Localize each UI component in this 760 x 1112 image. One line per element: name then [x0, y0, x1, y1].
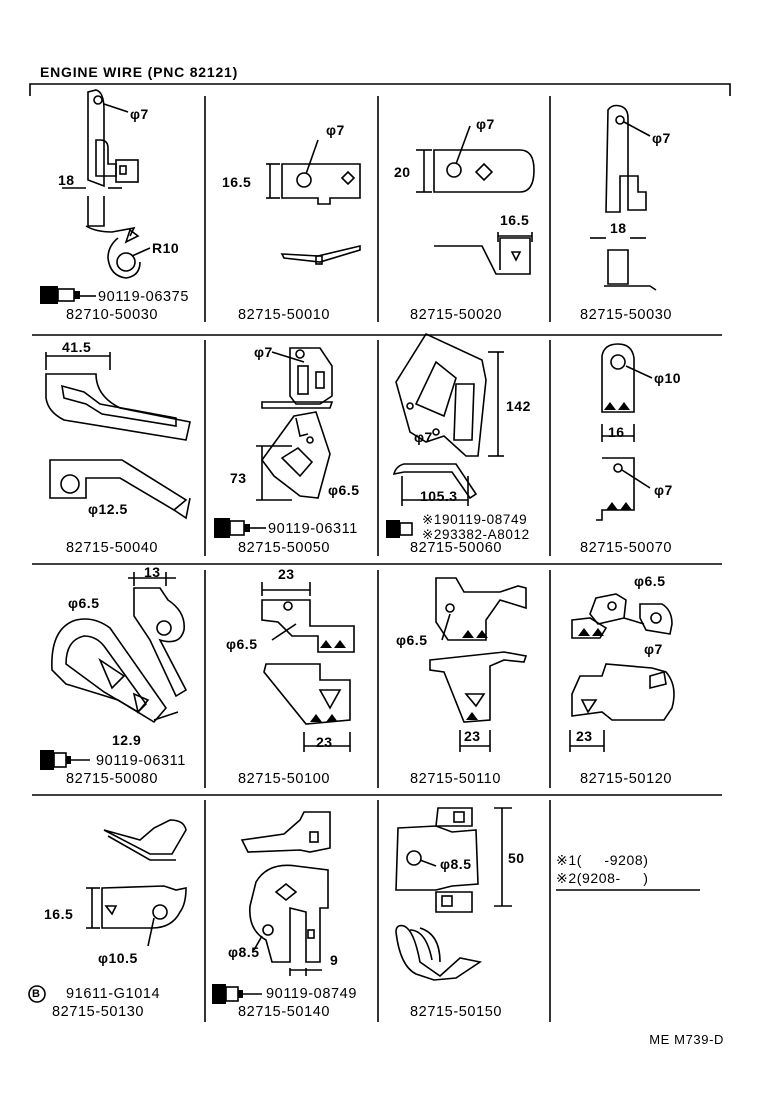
- dimension-label: 73: [230, 470, 247, 486]
- part-number: 82715-50140: [238, 1004, 331, 1020]
- dimension-label: 23: [464, 728, 481, 744]
- bracket-82715-50130-drawing: [86, 819, 187, 947]
- dimension-label: φ7: [654, 482, 673, 498]
- part-number: 82715-50040: [66, 540, 159, 556]
- dimension-label: φ8.5: [228, 944, 260, 960]
- part-number: 82715-50050: [238, 540, 331, 556]
- bolt-part-number: 91611-G1014: [66, 986, 161, 1002]
- dimension-label: 20: [394, 164, 411, 180]
- dimension-label: 18: [610, 220, 627, 236]
- diagram-title: ENGINE WIRE (PNC 82121): [40, 64, 239, 80]
- dimension-label: R10: [152, 240, 180, 256]
- dimension-label: 16.5: [44, 906, 74, 922]
- header-bracket: [29, 83, 731, 96]
- bracket-82715-50020-drawing: [416, 125, 535, 275]
- bracket-82715-50070-drawing: [596, 343, 653, 521]
- part-number: 82715-50010: [238, 307, 331, 323]
- part-number: 82715-50130: [52, 1004, 145, 1020]
- dimension-label: φ6.5: [328, 482, 360, 498]
- bolt-part-number: 90119-08749: [266, 986, 357, 1002]
- dimension-label: φ10: [654, 370, 682, 386]
- bracket-82715-50120-drawing: [569, 593, 675, 752]
- bracket-82710-50030-drawing: [62, 89, 151, 279]
- circled-b-label: B: [32, 988, 41, 1000]
- dimension-label: 18: [58, 172, 75, 188]
- dimension-label: 50: [508, 850, 525, 866]
- washer-bolt-icon: [40, 750, 90, 770]
- dimension-label: 41.5: [62, 339, 92, 355]
- dimension-label: 12.9: [112, 732, 142, 748]
- bolt-part-number: 90119-06311: [268, 521, 358, 537]
- dimension-label: φ7: [644, 641, 663, 657]
- part-number: 82715-50120: [580, 771, 673, 787]
- bracket-82715-50140-drawing: [240, 811, 331, 976]
- part-number: 82715-50110: [410, 771, 501, 787]
- part-number: 82715-50080: [66, 771, 159, 787]
- circled-b-icon: [28, 985, 46, 1003]
- dimension-label: φ7: [254, 344, 273, 360]
- dimension-label: 23: [278, 566, 295, 582]
- part-number: 82715-50070: [580, 540, 673, 556]
- bolt-part-number: 90119-06375: [98, 289, 189, 305]
- dimension-label: 23: [576, 728, 593, 744]
- dimension-label: φ7: [652, 130, 671, 146]
- dimension-label: φ6.5: [396, 632, 428, 648]
- bolt-part-number: 90119-06311: [96, 753, 186, 769]
- bracket-82715-50050-drawing: [256, 347, 334, 501]
- bracket-82715-50010-drawing: [266, 139, 361, 265]
- dimension-label: φ7: [476, 116, 495, 132]
- dimension-label: φ10.5: [98, 950, 138, 966]
- bracket-82715-50060-drawing: [392, 332, 504, 506]
- bolt-part-number: ※190119-08749: [422, 512, 528, 527]
- dimension-label: 13: [144, 564, 161, 580]
- dimension-label: 9: [330, 952, 339, 968]
- dimension-label: 16.5: [222, 174, 252, 190]
- washer-bolt-icon: [214, 518, 266, 538]
- dimension-label: 16: [608, 424, 625, 440]
- dimension-label: φ12.5: [88, 501, 128, 517]
- bracket-82715-50040-drawing: [45, 352, 191, 520]
- bracket-82715-50100-drawing: [261, 582, 355, 752]
- dimension-label: φ8.5: [440, 856, 472, 872]
- dimension-label: φ7: [326, 122, 345, 138]
- part-number: 82715-50020: [410, 307, 503, 323]
- part-number: 82710-50030: [66, 307, 159, 323]
- dimension-label: 23: [316, 734, 333, 750]
- drawing-code: ME M739-D: [649, 1032, 724, 1047]
- dimension-label: φ7: [414, 429, 433, 445]
- dimension-label: 105.3: [420, 488, 458, 504]
- part-number: 82715-50100: [238, 771, 331, 787]
- part-number: 82715-50030: [580, 307, 673, 323]
- washer-bolt-icon: [386, 520, 413, 538]
- legend-line-2: ※2(9208- ): [556, 870, 649, 886]
- dimension-label: 16.5: [500, 212, 530, 228]
- dimension-label: φ6.5: [226, 636, 258, 652]
- dimension-label: φ6.5: [68, 595, 100, 611]
- part-number: 82715-50150: [410, 1004, 503, 1020]
- bracket-82715-50080-drawing: [51, 572, 188, 724]
- part-number: 82715-50060: [410, 540, 503, 556]
- bracket-82715-50030-drawing: [590, 104, 657, 291]
- washer-bolt-icon: [212, 984, 262, 1004]
- legend-line-1: ※1( -9208): [556, 852, 649, 868]
- dimension-label: 142: [506, 398, 531, 414]
- bolt-part-number: ※293382-A8012: [422, 527, 530, 542]
- bolt-icon: [40, 286, 96, 304]
- bracket-82715-50150-drawing: [395, 807, 512, 981]
- dimension-label: φ6.5: [634, 573, 666, 589]
- bracket-82715-50110-drawing: [429, 577, 528, 752]
- dimension-label: φ7: [130, 106, 149, 122]
- grid-lines: [32, 96, 722, 1022]
